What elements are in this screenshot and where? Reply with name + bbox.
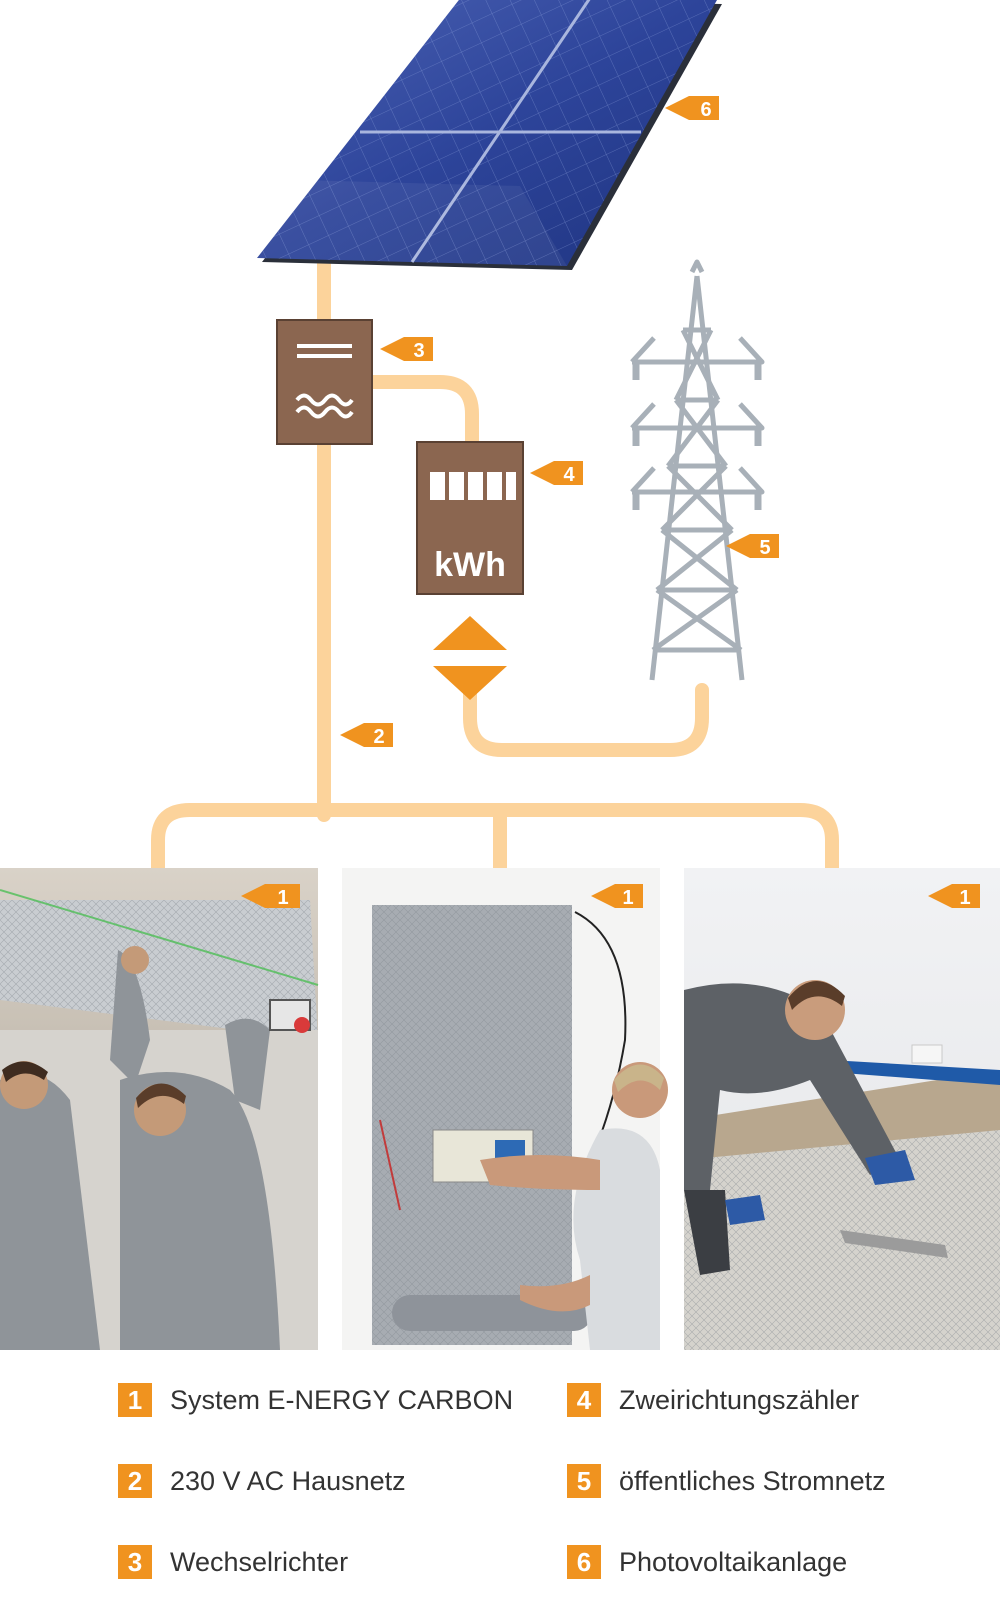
- legend-item-3: 3 Wechselrichter: [118, 1544, 348, 1580]
- connection-lines: [151, 255, 839, 875]
- legend-label: Zweirichtungszähler: [619, 1384, 860, 1415]
- tag-meter: 4: [530, 461, 583, 486]
- legend-label: Photovoltaikanlage: [619, 1546, 848, 1577]
- tag-photovoltaik-number: 6: [700, 99, 711, 121]
- tag-pylon: 5: [726, 534, 779, 559]
- legend-item-5: 5 öffentliches Stromnetz: [567, 1463, 886, 1499]
- legend-number: 3: [118, 1545, 152, 1579]
- photo-floor-installation: [684, 868, 1000, 1350]
- legend-item-2: 2 230 V AC Hausnetz: [118, 1463, 406, 1499]
- tag-photo-wall: 1: [591, 884, 643, 909]
- legend-number: 2: [118, 1464, 152, 1498]
- legend-item-1: 1 System E-NERGY CARBON: [118, 1382, 513, 1418]
- bidirectional-meter-icon: kWh: [416, 441, 524, 595]
- tag-inverter: 3: [380, 337, 433, 362]
- inverter-icon: [276, 319, 373, 445]
- tag-photo-ceiling-number: 1: [277, 887, 288, 909]
- legend-number: 6: [567, 1545, 601, 1579]
- solar-panel-icon: [257, 0, 722, 270]
- legend-item-4: 4 Zweirichtungszähler: [567, 1382, 859, 1418]
- tag-meter-number: 4: [563, 464, 575, 486]
- line-meter-to-grid: [463, 683, 709, 757]
- bidirectional-arrow-icon: [433, 616, 507, 700]
- tag-photo-floor-number: 1: [959, 887, 970, 909]
- tag-pylon-number: 5: [759, 537, 770, 559]
- legend-label: öffentliches Stromnetz: [619, 1465, 886, 1496]
- photo-wall-installation: [342, 868, 668, 1350]
- tag-house-net: 2: [340, 723, 393, 748]
- tag-photo-floor: 1: [928, 884, 980, 909]
- legend-number: 1: [118, 1383, 152, 1417]
- legend-label: 230 V AC Hausnetz: [170, 1465, 406, 1496]
- line-inverter-to-meter: [365, 375, 479, 453]
- photo-ceiling-installation: [0, 868, 319, 1350]
- legend-number: 5: [567, 1464, 601, 1498]
- legend-item-6: 6 Photovoltaikanlage: [567, 1544, 847, 1580]
- tag-inverter-number: 3: [413, 340, 424, 362]
- meter-unit-label: kWh: [434, 546, 506, 584]
- legend-number: 4: [567, 1383, 601, 1417]
- power-pylon-icon: [630, 259, 765, 681]
- tag-photo-ceiling: 1: [241, 884, 300, 909]
- tag-house-net-number: 2: [373, 726, 384, 748]
- legend-label: Wechselrichter: [170, 1546, 349, 1577]
- legend-label: System E-NERGY CARBON: [170, 1384, 514, 1415]
- tag-photovoltaik: 6: [665, 96, 719, 121]
- tag-photo-wall-number: 1: [622, 887, 633, 909]
